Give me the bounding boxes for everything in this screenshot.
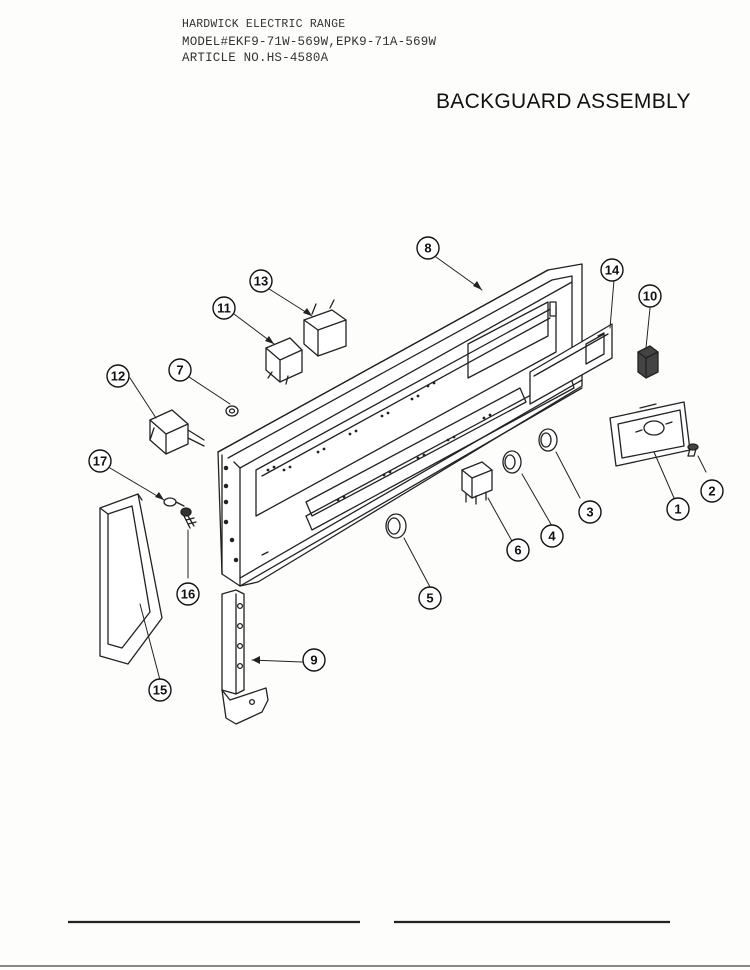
callout-5: 5 [426, 591, 433, 606]
callout-17: 17 [93, 454, 107, 469]
panel-mounting-holes [266, 381, 492, 502]
header-range-name: HARDWICK ELECTRIC RANGE [182, 18, 346, 31]
knob-5 [385, 513, 407, 539]
callout-13: 13 [254, 274, 268, 289]
callout-numbers: 8 13 11 7 12 14 10 17 16 5 6 4 3 1 2 9 1… [93, 241, 716, 698]
callout-16: 16 [181, 587, 195, 602]
screw-17 [163, 497, 185, 507]
callout-11: 11 [217, 301, 231, 316]
backguard-panel [217, 263, 583, 587]
callout-12: 12 [111, 369, 125, 384]
leader-arrowheads [155, 281, 482, 664]
rocker-switch [637, 345, 659, 379]
callout-14: 14 [605, 263, 620, 278]
mounting-bracket [221, 589, 269, 725]
callout-10: 10 [643, 289, 657, 304]
infinite-switch-11 [265, 337, 303, 385]
callout-balloons [88, 236, 724, 702]
header-model-numbers: MODEL#EKF9-71W-569W,EPK9-71A-569W [182, 35, 437, 49]
callout-8: 8 [424, 241, 431, 256]
diagram-title: BACKGUARD ASSEMBLY [436, 90, 691, 113]
lens-strip [529, 323, 613, 405]
callout-7: 7 [176, 363, 183, 378]
callout-15: 15 [153, 683, 167, 698]
callout-1: 1 [674, 502, 681, 517]
knob-3 [538, 428, 558, 452]
callout-3: 3 [586, 505, 593, 520]
screw-2 [687, 443, 699, 457]
callout-9: 9 [310, 653, 317, 668]
clock-timer [609, 401, 691, 467]
callout-4: 4 [548, 529, 556, 544]
screw-16 [180, 507, 197, 529]
end-cap [99, 493, 163, 665]
callout-2: 2 [708, 484, 715, 499]
leader-lines [109, 256, 707, 681]
nut [225, 405, 239, 417]
header-article-number: ARTICLE NO.HS-4580A [182, 51, 329, 65]
infinite-switch-12 [149, 409, 205, 455]
push-switch [461, 461, 493, 505]
knob-4 [502, 450, 522, 474]
infinite-switch-13 [303, 299, 347, 357]
callout-6: 6 [514, 543, 521, 558]
